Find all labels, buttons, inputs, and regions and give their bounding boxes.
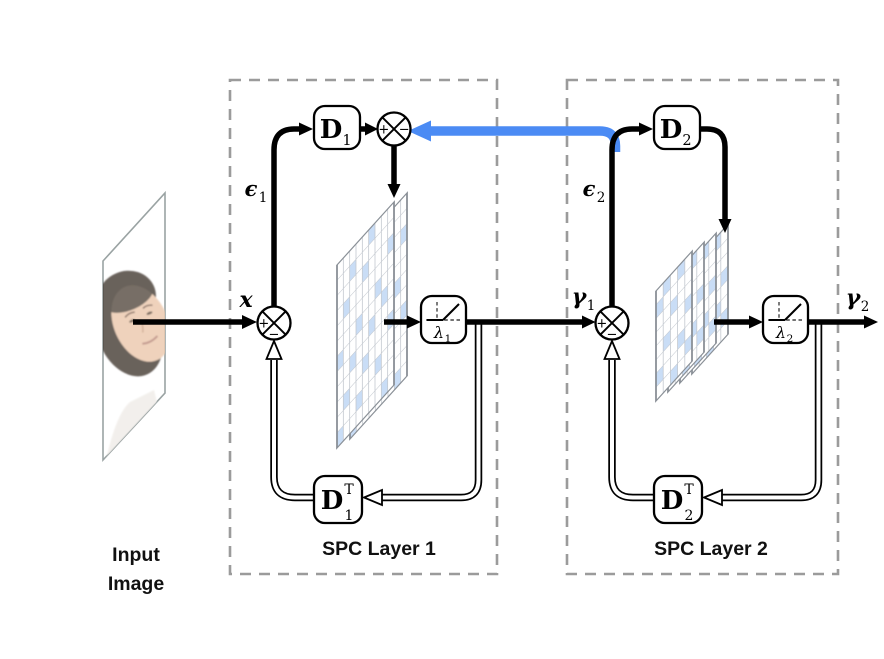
open-arrowhead bbox=[603, 338, 621, 360]
subtract-node-layer1-top: + − bbox=[376, 111, 412, 147]
signal-paths bbox=[133, 122, 878, 329]
x-label: x bbox=[238, 287, 253, 313]
soft-threshold-lambda2-box: λ 2 bbox=[761, 294, 810, 345]
subtract-node-layer2-input: + − bbox=[594, 305, 630, 343]
lambda2-sub: 2 bbox=[787, 333, 794, 345]
blue-arrowhead bbox=[408, 120, 431, 142]
lambda2-label: λ bbox=[775, 323, 786, 342]
d1t-sup: T bbox=[344, 482, 354, 498]
minus-sign: − bbox=[269, 328, 280, 343]
d1t-sub: 1 bbox=[345, 508, 354, 524]
eps1-path bbox=[271, 126, 300, 307]
dictionary-d1-box: D 1 bbox=[312, 104, 362, 151]
plus-sign: + bbox=[378, 123, 389, 138]
layer1-feedback-loop bbox=[265, 324, 483, 507]
dictionary-d1-transpose-box: D T 1 bbox=[312, 474, 364, 525]
eps1-sub: 1 bbox=[259, 190, 268, 206]
d2-sub: 2 bbox=[682, 133, 691, 149]
lambda1-label: λ bbox=[433, 323, 444, 342]
spc-layer-2-box bbox=[565, 78, 840, 576]
subtract-node-layer1-input: + − bbox=[256, 305, 292, 343]
d1-label: D bbox=[320, 115, 343, 145]
dictionary-d2-box: D 2 bbox=[652, 104, 702, 151]
soft-threshold-icon bbox=[768, 302, 804, 321]
input-image-label-line1: Input bbox=[112, 544, 160, 566]
soft-threshold-lambda1-box: λ 1 bbox=[419, 294, 468, 345]
open-arrowhead bbox=[701, 488, 723, 507]
gamma1-label: γ bbox=[572, 284, 588, 310]
open-arrowhead bbox=[265, 338, 283, 360]
d1-sub: 1 bbox=[342, 133, 351, 149]
dictionary-d2-transpose-box: D T 2 bbox=[652, 474, 704, 525]
d2-to-maps-2 bbox=[700, 126, 728, 219]
minus-sign: − bbox=[399, 123, 410, 138]
d1t-label: D bbox=[321, 486, 344, 516]
gamma2-label: γ bbox=[846, 285, 862, 311]
eps1-label: ϵ bbox=[245, 176, 258, 201]
eps2-sub: 2 bbox=[597, 190, 606, 206]
plus-sign: + bbox=[596, 317, 607, 332]
eps2-label: ϵ bbox=[583, 176, 596, 201]
lambda1-sub: 1 bbox=[445, 333, 452, 345]
blue-arrow-shaft bbox=[430, 126, 621, 152]
spc-layer-1-title: SPC Layer 1 bbox=[322, 538, 436, 560]
plus-sign: + bbox=[258, 317, 269, 332]
d2t-sup: T bbox=[684, 482, 694, 498]
open-arrowhead bbox=[361, 488, 383, 507]
d2-label: D bbox=[660, 115, 683, 145]
spc-layer-1-box bbox=[228, 78, 499, 576]
gamma1-sub: 1 bbox=[587, 298, 596, 314]
minus-sign: − bbox=[607, 328, 618, 343]
layer2-feedback-loop bbox=[603, 324, 823, 507]
d2t-label: D bbox=[661, 486, 684, 516]
input-image-label-line2: Image bbox=[108, 573, 165, 595]
input-image-plane bbox=[102, 190, 166, 463]
topdown-feedback-arrow bbox=[408, 120, 621, 152]
spc-layer-2-title: SPC Layer 2 bbox=[654, 538, 768, 560]
eps2-path bbox=[609, 126, 640, 307]
d2t-sub: 2 bbox=[685, 508, 694, 524]
gamma2-sub: 2 bbox=[861, 299, 870, 315]
soft-threshold-icon bbox=[426, 302, 462, 321]
